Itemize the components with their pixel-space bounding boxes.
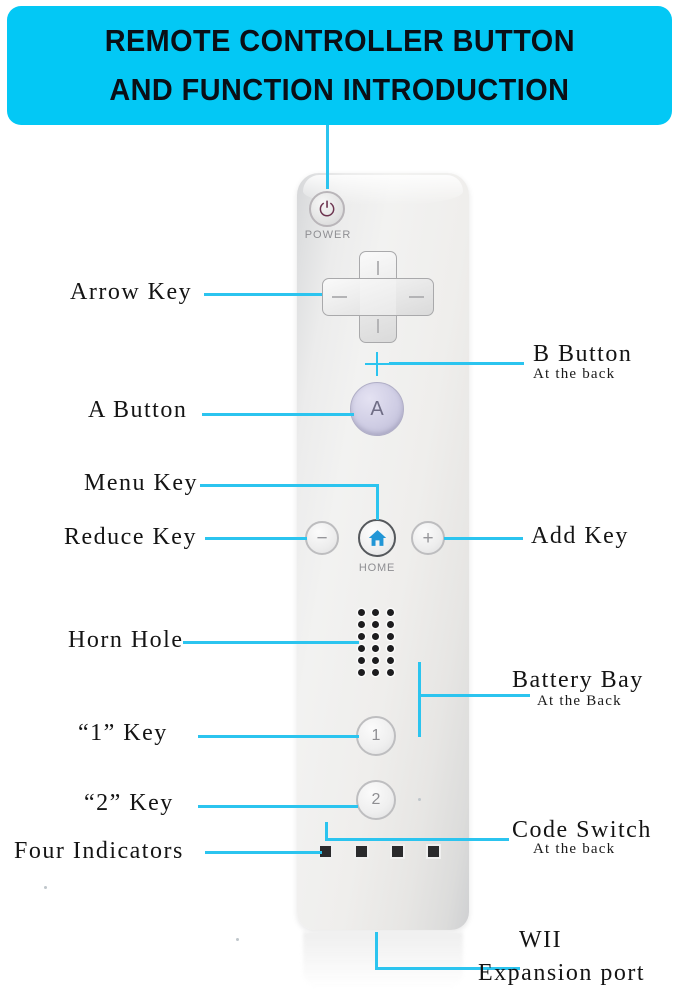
dpad-tick-right: [409, 296, 424, 298]
grille-dot: [372, 608, 380, 616]
indicator-led-3: [392, 846, 403, 857]
callout-code-switch-sub: At the back: [533, 841, 616, 857]
grille-dot: [357, 668, 365, 676]
leader-line-add-key: [444, 537, 523, 540]
dpad-tick-up: [377, 261, 379, 275]
leader-line-arrow-key: [204, 293, 322, 296]
dpad-tick-down: [377, 319, 379, 333]
dpad-center: [360, 279, 396, 315]
callout-expansion-port-sub: Expansion port: [478, 960, 645, 986]
power-icon: ⏻: [319, 197, 335, 221]
leader-line-code-switch-vertical: [325, 822, 328, 839]
minus-button[interactable]: −: [305, 521, 339, 555]
b-button-crosshair-marker: [365, 352, 389, 376]
title-line-2: AND FUNCTION INTRODUCTION: [109, 71, 570, 107]
callout-b-button-sub: At the back: [533, 366, 616, 382]
grille-dot: [372, 620, 380, 628]
callout-four-indicators: Four Indicators: [14, 838, 184, 864]
home-button[interactable]: [358, 519, 396, 557]
leader-line-battery-bay: [418, 694, 530, 697]
leader-line-expansion-port-vertical: [375, 932, 378, 970]
grille-dot: [357, 656, 365, 664]
callout-two-key: “2” Key: [84, 790, 174, 816]
grille-dot: [387, 644, 395, 652]
leader-line-menu-key-vertical: [376, 484, 379, 520]
callout-b-button: B Button: [533, 341, 633, 367]
callout-code-switch: Code Switch: [512, 817, 652, 843]
grille-dot: [372, 668, 380, 676]
grille-dot: [357, 620, 365, 628]
callout-a-button: A Button: [88, 397, 188, 423]
leader-line-title-to-power: [326, 125, 329, 189]
body-speck: [418, 798, 421, 801]
callout-one-key: “1” Key: [78, 720, 168, 746]
indicator-led-1: [320, 846, 331, 857]
one-button-label: 1: [371, 727, 381, 744]
leader-line-b-button: [389, 362, 524, 365]
a-button[interactable]: A: [350, 382, 404, 436]
speaker-grille-icon: [354, 606, 398, 678]
body-speck: [236, 938, 239, 941]
leader-line-code-switch: [325, 838, 509, 841]
callout-expansion-port-title: WII: [519, 927, 563, 953]
leader-line-a-button: [202, 413, 354, 416]
remote-reflection: [303, 932, 463, 988]
title-line-1: REMOTE CONTROLLER BUTTON: [104, 23, 575, 59]
one-button[interactable]: 1: [356, 716, 396, 756]
home-icon: [368, 530, 386, 546]
callout-horn-hole: Horn Hole: [68, 627, 184, 653]
leader-line-reduce-key: [205, 537, 307, 540]
leader-line-horn-hole: [183, 641, 359, 644]
grille-dot: [387, 668, 395, 676]
minus-icon: −: [316, 527, 328, 549]
leader-line-two-key: [198, 805, 358, 808]
callout-battery-bay: Battery Bay: [512, 667, 644, 693]
a-button-label: A: [370, 397, 384, 420]
indicator-led-4: [428, 846, 439, 857]
dpad-tick-left: [332, 296, 347, 298]
grille-dot: [357, 632, 365, 640]
plus-icon: +: [422, 527, 434, 549]
two-button-label: 2: [371, 791, 381, 808]
callout-arrow-key: Arrow Key: [70, 279, 193, 305]
body-speck: [44, 886, 47, 889]
callout-reduce-key: Reduce Key: [64, 524, 197, 550]
leader-line-one-key: [198, 735, 359, 738]
grille-dot: [372, 656, 380, 664]
grille-dot: [357, 608, 365, 616]
indicator-led-2: [356, 846, 367, 857]
leader-line-expansion-port: [375, 967, 520, 970]
title-banner: REMOTE CONTROLLER BUTTON AND FUNCTION IN…: [7, 6, 672, 125]
crosshair-vertical: [376, 352, 378, 376]
grille-dot: [372, 632, 380, 640]
grille-dot: [372, 644, 380, 652]
leader-line-four-indicators: [205, 851, 322, 854]
leader-line-battery-bay-bracket: [418, 662, 421, 737]
power-label: POWER: [304, 229, 352, 241]
grille-dot: [387, 656, 395, 664]
callout-menu-key: Menu Key: [84, 470, 198, 496]
grille-dot: [387, 632, 395, 640]
grille-dot: [357, 644, 365, 652]
leader-line-menu-key-horizontal: [200, 484, 379, 487]
grille-dot: [387, 608, 395, 616]
home-label: HOME: [358, 562, 396, 574]
two-button[interactable]: 2: [356, 780, 396, 820]
callout-battery-bay-sub: At the Back: [537, 693, 622, 709]
dpad-icon[interactable]: [322, 251, 434, 343]
callout-add-key: Add Key: [531, 523, 629, 549]
power-button[interactable]: ⏻: [309, 191, 345, 227]
plus-button[interactable]: +: [411, 521, 445, 555]
grille-dot: [387, 620, 395, 628]
